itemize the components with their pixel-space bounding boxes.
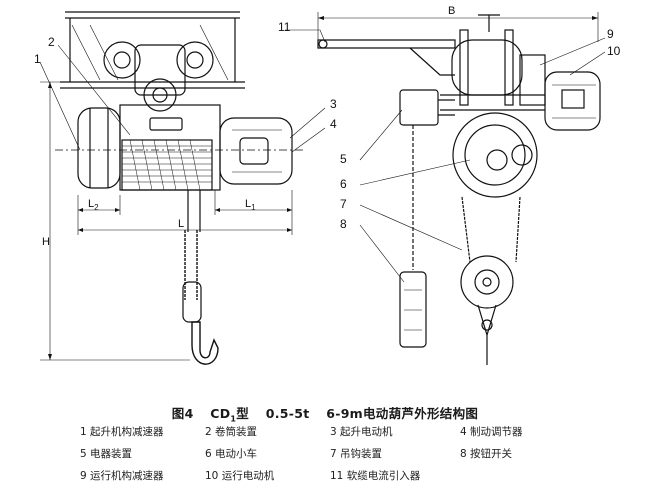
reducer-housing (77, 107, 121, 189)
dim-h: H (42, 236, 50, 248)
legend-item: 11 软缆电流引入器 (330, 470, 421, 482)
parts-legend: 1 起升机构减速器 2 卷筒装置 3 起升电动机 4 制动调节器 5 电器装置 … (80, 424, 640, 483)
legend-item: 5 电器装置 (80, 448, 133, 460)
electrical-box (399, 89, 439, 126)
trolley-wheel (176, 41, 214, 79)
trolley-frame (134, 44, 186, 96)
side-wheels (451, 39, 523, 96)
legend-item: 9 运行机构减速器 (80, 470, 164, 482)
drum-end (452, 112, 538, 198)
legend-item: 6 电动小车 (205, 448, 258, 460)
legend-item: 3 起升电动机 (330, 426, 393, 438)
dimension-labels: L2 L1 L H B (42, 5, 455, 248)
legend-item: 8 按钮开关 (460, 448, 513, 460)
hook-block (460, 255, 514, 309)
side-view (285, 12, 606, 365)
hoist-motor (219, 117, 293, 185)
caption-title: 6-9m电动葫芦外形结构图 (326, 406, 479, 421)
hook (191, 321, 219, 365)
dim-l: L (178, 218, 184, 230)
callout-8: 8 (340, 217, 347, 231)
callout-5: 5 (340, 152, 347, 166)
callout-10: 10 (607, 44, 621, 58)
callout-7: 7 (340, 197, 347, 211)
caption-capacity: 0.5-5t (265, 406, 310, 421)
dim-b: B (448, 5, 455, 17)
legend-item: 4 制动调节器 (460, 426, 523, 438)
legend-item: 2 卷筒装置 (205, 426, 258, 438)
callout-1: 1 (34, 52, 41, 66)
callout-11: 11 (278, 20, 291, 34)
drum (121, 139, 213, 191)
caption-model: CD1型 (210, 406, 250, 424)
hoist-diagram: 1 2 3 4 5 6 7 8 9 10 11 L2 L1 L H B (34, 5, 621, 365)
callout-4: 4 (330, 117, 337, 131)
dim-l2: L2 (88, 198, 99, 212)
figure-caption: 图4 CD1型 0.5-5t 6-9m电动葫芦外形结构图 (0, 403, 650, 424)
callout-labels: 1 2 3 4 5 6 7 8 9 10 11 (34, 20, 621, 231)
pendant-switch (399, 271, 427, 348)
legend-item: 10 运行电动机 (205, 470, 275, 482)
front-view (39, 11, 326, 365)
cable-bracket (317, 39, 456, 76)
running-motor (544, 71, 601, 131)
legend-item: 1 起升机构减速器 (80, 426, 164, 438)
dim-l1: L1 (245, 198, 256, 212)
i-beam (60, 11, 245, 89)
callout-2: 2 (48, 35, 55, 49)
legend-item: 7 吊钩装置 (330, 448, 383, 460)
trolley-wheel (103, 41, 141, 79)
drive-gear (143, 78, 177, 112)
hook-rope (184, 230, 198, 300)
callout-6: 6 (340, 177, 347, 191)
callout-9: 9 (607, 27, 614, 41)
caption-fig: 图4 (171, 406, 194, 421)
callout-3: 3 (330, 97, 337, 111)
